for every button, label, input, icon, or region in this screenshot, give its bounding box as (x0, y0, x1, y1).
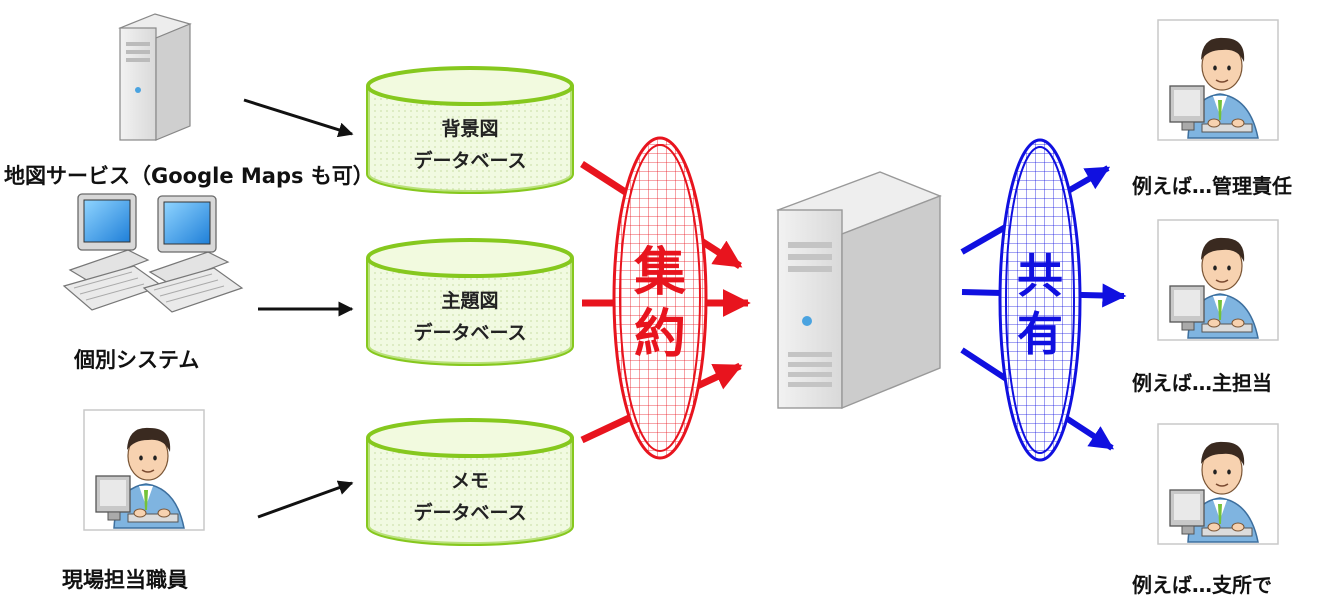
user-manager-person-icon (1157, 19, 1279, 141)
aggregate-label-char2: 約 (634, 305, 686, 365)
aggregate-ellipse: 集 約 (612, 136, 708, 460)
database-memo-line1: メモ (451, 470, 489, 492)
central-server-icon (776, 171, 942, 410)
user-label-branch: 例えば…支所で (1132, 573, 1272, 597)
computer-icon (63, 193, 243, 313)
database-background-line2: データベース (413, 149, 526, 172)
database-theme: 主題図 データベース (366, 238, 574, 366)
source-server-icon (118, 13, 192, 141)
database-memo-line2: データベース (413, 501, 526, 524)
source-label-map-service: 地図サービス（Google Maps も可） (4, 164, 374, 188)
user-main-person-icon (1157, 219, 1279, 341)
database-background: 背景図 データベース (366, 66, 574, 194)
user-branch-person-icon (1157, 423, 1279, 545)
aggregate-label-char1: 集 (633, 243, 686, 303)
user-label-main: 例えば…主担当 (1132, 371, 1272, 395)
user-label-manager: 例えば…管理責任 (1132, 174, 1292, 198)
source-label-field-staff: 現場担当職員 (62, 568, 188, 592)
share-label-char1: 共 (1017, 249, 1063, 303)
database-memo: メモ データベース (366, 418, 574, 546)
arrow-map-to-background-db (243, 98, 354, 138)
share-label-char2: 有 (1017, 307, 1063, 361)
database-background-line1: 背景図 (441, 117, 498, 140)
field-staff-person-icon (83, 409, 205, 531)
arrow-staff-to-memo-db (257, 480, 354, 519)
source-label-individual-system: 個別システム (73, 348, 199, 372)
share-ellipse: 共 有 (998, 138, 1082, 462)
database-theme-line2: データベース (413, 321, 526, 344)
database-theme-line1: 主題図 (441, 290, 498, 312)
